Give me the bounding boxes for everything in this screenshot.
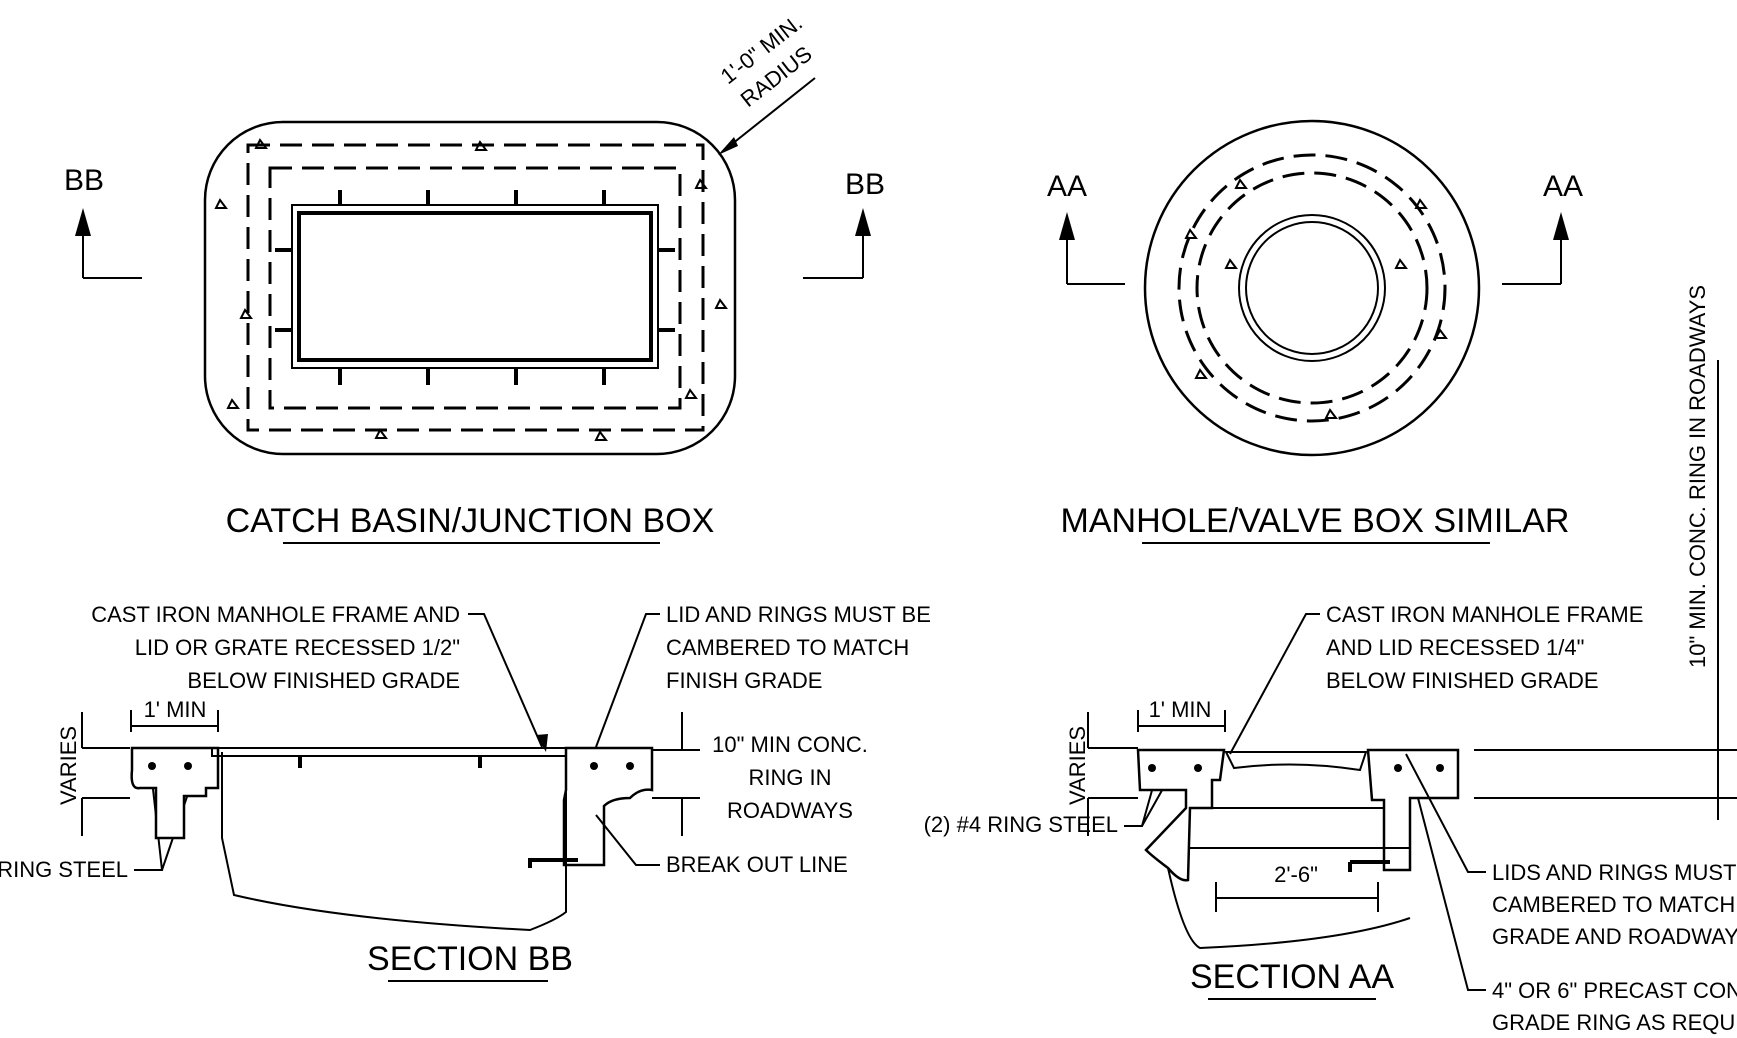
manhole-frame xyxy=(1238,214,1386,362)
cut-marker-bb-right: BB xyxy=(803,168,885,279)
manhole-plan: AA AA MANHOLE/VALVE BOX SIMILAR xyxy=(1047,119,1583,544)
aa-varies-dim xyxy=(1087,712,1138,836)
section-aa-title: SECTION AA xyxy=(1190,958,1394,996)
aa-frame-note-line3: BELOW FINISHED GRADE xyxy=(1326,668,1599,693)
bb-grate-studs xyxy=(298,756,482,768)
cut-label-bb-left: BB xyxy=(64,164,104,197)
manhole-rebar-outer xyxy=(1177,153,1447,423)
bb-varies-dim xyxy=(81,712,130,836)
aa-min-dim-line xyxy=(1137,710,1226,732)
bb-frame-note-line3: BELOW FINISHED GRADE xyxy=(187,668,460,693)
bb-lid-note-line2: CAMBERED TO MATCH xyxy=(666,635,909,660)
bb-ring-note-line3: ROADWAYS xyxy=(727,798,853,823)
bb-min-dim: 1' MIN xyxy=(144,697,207,722)
vertical-roadway-note: 10" MIN. CONC. RING IN ROADWAYS xyxy=(1685,285,1710,668)
bb-breakout-leader xyxy=(595,814,660,866)
aa-grade-extension xyxy=(1474,749,1737,799)
aa-precast-note-line1: 4" OR 6" PRECAST CONC. xyxy=(1492,978,1737,1003)
manhole-rebar-inner xyxy=(1195,171,1429,405)
aa-lids-note-line2: CAMBERED TO MATCH FINISH xyxy=(1492,892,1737,917)
manhole-lid xyxy=(1245,221,1379,355)
bb-min-dim-line xyxy=(130,710,219,732)
aa-frame-note-line1: CAST IRON MANHOLE FRAME xyxy=(1326,602,1643,627)
aa-step xyxy=(1348,860,1390,872)
bb-breakout-label: BREAK OUT LINE xyxy=(666,852,848,877)
bb-lid-leader xyxy=(595,613,660,748)
bb-left-ring xyxy=(130,746,220,840)
aa-right-ring xyxy=(1366,748,1460,872)
bb-step xyxy=(528,858,578,868)
frame-anchor-studs xyxy=(275,190,675,385)
bb-ring-note-line2: RING IN xyxy=(748,765,831,790)
aa-min-dim: 1' MIN xyxy=(1149,697,1212,722)
cut-marker-aa-left: AA xyxy=(1047,170,1125,285)
catch-basin-plan: 1'-0" MIN. RADIUS BB BB CATCH BASIN/JUNC… xyxy=(64,10,885,544)
manhole-concrete-ring xyxy=(1143,119,1481,457)
cut-label-aa-left: AA xyxy=(1047,170,1087,203)
bb-lid-note-line1: LID AND RINGS MUST BE xyxy=(666,602,931,627)
aa-lids-note-line3: GRADE AND ROADWAY SLOPE xyxy=(1492,924,1737,949)
aa-box xyxy=(1167,847,1411,950)
bb-ring-note-line1: 10" MIN CONC. xyxy=(712,732,868,757)
cut-marker-bb-left: BB xyxy=(64,164,142,279)
bb-varies-label: VARIES xyxy=(56,726,81,805)
catch-basin-rebar-outer xyxy=(246,143,705,432)
aa-frame-leader xyxy=(1229,613,1320,755)
aa-lids-leader xyxy=(1405,753,1486,873)
aa-ring-steel-label: (2) #4 RING STEEL xyxy=(924,812,1118,837)
catch-basin-concrete-ring xyxy=(203,120,737,456)
catch-basin-rebar-inner xyxy=(268,166,682,410)
catch-basin-grate xyxy=(297,211,653,362)
bb-box-wall xyxy=(221,752,567,932)
radius-leader xyxy=(721,77,816,153)
aa-varies-label: VARIES xyxy=(1065,726,1090,805)
bb-ring-dim xyxy=(652,712,700,836)
concrete-aggregate-marks xyxy=(214,138,728,441)
aa-lid xyxy=(1224,751,1368,772)
bb-right-ring xyxy=(562,746,654,867)
bb-frame-note-line2: LID OR GRATE RECESSED 1/2" xyxy=(135,635,460,660)
aa-precast-leader xyxy=(1417,797,1486,991)
aa-precast-note-line2: GRADE RING AS REQUIRED xyxy=(1492,1010,1737,1035)
section-bb-title: SECTION BB xyxy=(367,940,573,978)
section-bb: CAST IRON MANHOLE FRAME AND LID OR GRATE… xyxy=(0,602,931,982)
section-aa: CAST IRON MANHOLE FRAME AND LID RECESSED… xyxy=(924,602,1737,1035)
cut-marker-aa-right: AA xyxy=(1502,170,1583,285)
cut-label-aa-right: AA xyxy=(1543,170,1583,203)
manhole-aggregate-marks xyxy=(1184,178,1448,419)
catch-basin-title: CATCH BASIN/JUNCTION BOX xyxy=(226,502,715,540)
aa-frame-note-line2: AND LID RECESSED 1/4" xyxy=(1326,635,1584,660)
radius-arrowhead xyxy=(718,137,738,155)
aa-width-dim: 2'-6" xyxy=(1274,862,1318,887)
bb-lid-note-line3: FINISH GRADE xyxy=(666,668,822,693)
bb-ring-steel-label: (2) #4 RING STEEL xyxy=(0,857,128,882)
manhole-title: MANHOLE/VALVE BOX SIMILAR xyxy=(1061,502,1570,540)
bb-frame-leader xyxy=(468,613,543,748)
cut-label-bb-right: BB xyxy=(845,168,885,201)
catch-basin-frame xyxy=(291,204,659,369)
bb-grate xyxy=(211,747,567,757)
aa-width-dim-line xyxy=(1215,882,1379,912)
bb-frame-note-line1: CAST IRON MANHOLE FRAME AND xyxy=(91,602,460,627)
aa-lids-note-line1: LIDS AND RINGS MUST BE xyxy=(1492,860,1737,885)
